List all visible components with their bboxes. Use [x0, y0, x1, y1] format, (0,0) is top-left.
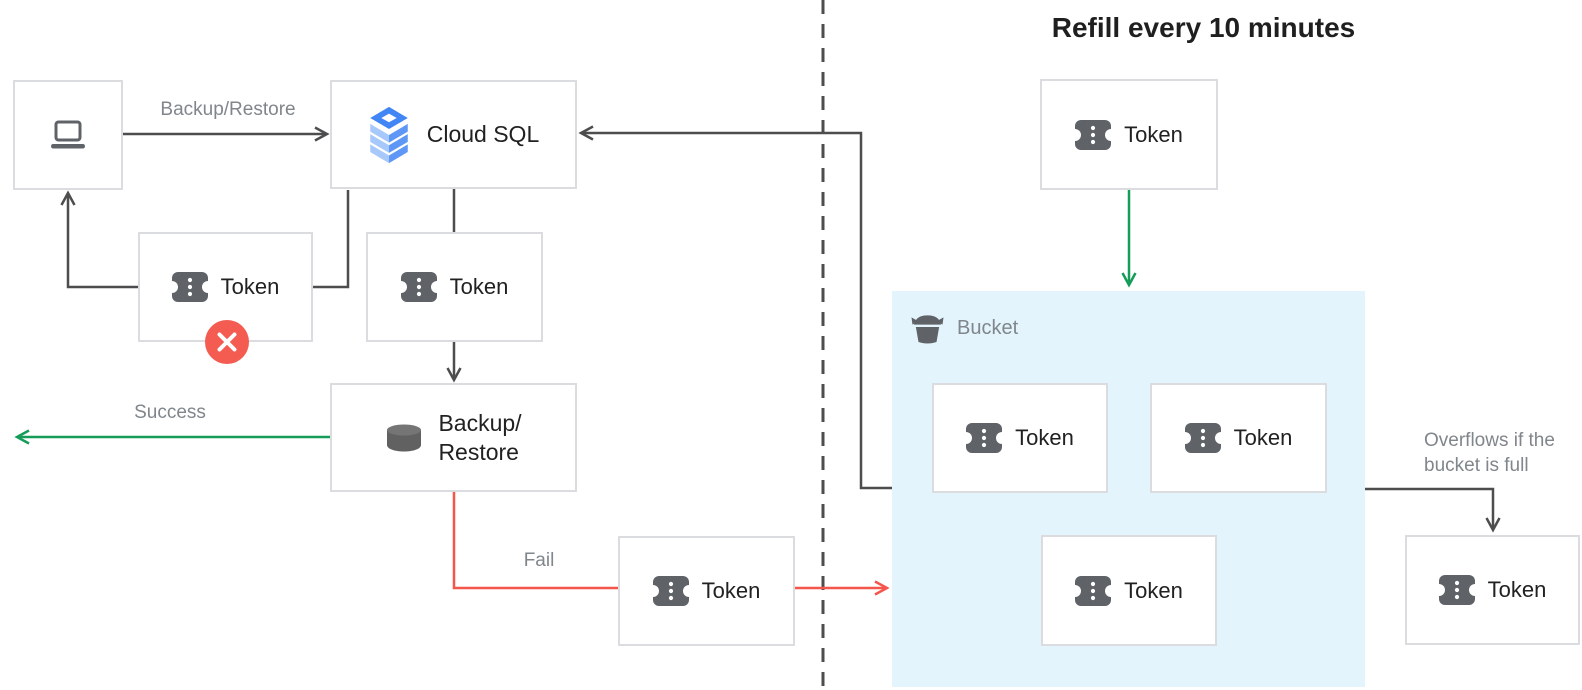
token-box-cloudsql: Token — [366, 232, 543, 342]
backup-restore-edge-label: Backup/Restore — [160, 99, 296, 120]
token-icon — [1185, 423, 1221, 453]
token-label: Token — [1015, 425, 1074, 450]
fail-edge-label: Fail — [523, 550, 555, 571]
overflow-edge-label: Overflows if the bucket is full — [1424, 428, 1582, 478]
overflow-edge-label-line2: bucket is full — [1424, 455, 1529, 476]
token-icon — [966, 423, 1002, 453]
bucket-header: Bucket — [910, 312, 1018, 344]
token-box-bucket-1: Token — [932, 383, 1108, 493]
token-box-refill: Token — [1040, 79, 1218, 190]
backup-restore-label-line1: Backup/ — [438, 409, 522, 436]
cloud-sql-icon — [368, 106, 410, 164]
token-label: Token — [1124, 121, 1183, 147]
token-label: Token — [1124, 577, 1183, 603]
error-x-badge — [205, 320, 249, 364]
token-box-fail: Token — [618, 536, 795, 646]
edge-token-to-client — [60, 190, 138, 289]
edge-overflow — [1365, 487, 1501, 533]
backup-restore-box: Backup/ Restore — [330, 383, 577, 492]
token-icon — [1439, 575, 1475, 605]
token-icon — [401, 272, 437, 302]
token-label: Token — [701, 578, 761, 603]
token-label: Token — [1487, 577, 1547, 602]
token-icon — [1075, 576, 1111, 606]
token-label: Token — [220, 274, 280, 299]
token-box-overflow: Token — [1405, 535, 1580, 645]
token-label: Token — [449, 274, 509, 299]
token-box-bucket-3: Token — [1041, 535, 1217, 646]
database-icon — [385, 424, 423, 452]
bucket-label: Bucket — [957, 316, 1019, 339]
laptop-icon — [49, 120, 87, 151]
success-edge-label: Success — [134, 402, 206, 423]
backup-restore-label: Backup/ Restore — [438, 409, 521, 467]
token-icon — [653, 576, 689, 606]
edge-token-to-cloudsql — [313, 190, 350, 289]
refill-title: Refill every 10 minutes — [1051, 12, 1356, 43]
cloud-sql-label: Cloud SQL — [426, 121, 540, 147]
client-box — [13, 80, 123, 190]
edge-bucket-to-cloudsql — [578, 125, 892, 490]
overflow-edge-label-line1: Overflows if the — [1424, 430, 1555, 451]
token-icon — [1075, 120, 1111, 150]
token-box-bucket-2: Token — [1150, 383, 1327, 493]
backup-restore-label-line2: Restore — [438, 438, 519, 465]
cloud-sql-box: Cloud SQL — [330, 80, 577, 189]
token-label: Token — [1233, 425, 1293, 450]
token-icon — [172, 272, 208, 302]
